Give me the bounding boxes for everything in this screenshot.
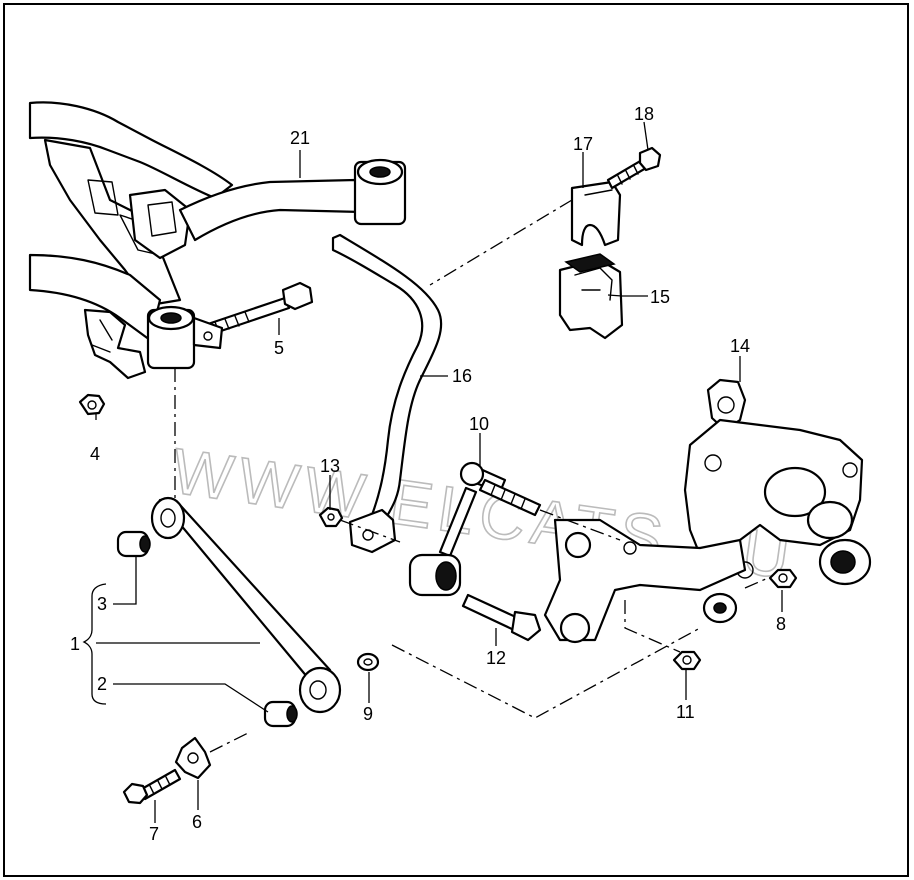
part-8-nut [768, 568, 798, 589]
part-21-upper-control-arm [178, 158, 407, 242]
part-9-washer [356, 652, 380, 672]
callout-11: 11 [676, 702, 695, 722]
callout-9: 9 [363, 704, 373, 724]
callout-18: 18 [634, 104, 654, 124]
part-12-bolt [461, 593, 542, 642]
callout-3: 3 [97, 594, 107, 614]
callout-1: 1 [70, 634, 80, 654]
callout-15: 15 [650, 287, 670, 307]
lower-trailing-arm [543, 518, 747, 644]
part-15-bushing [558, 253, 624, 340]
subframe-bushing [146, 305, 224, 370]
callout-13: 13 [320, 456, 340, 476]
part-1-lower-control-arm [150, 496, 342, 714]
callout-7: 7 [149, 824, 159, 844]
callout-14: 14 [730, 336, 750, 356]
assembly-lines [174, 199, 769, 753]
part-4-nut [78, 393, 106, 416]
part-13-nut [318, 506, 344, 528]
subframe [28, 101, 234, 380]
callout-2: 2 [97, 674, 107, 694]
part-17-clamp [570, 180, 622, 247]
part-16-stabilizer-bar [331, 233, 443, 554]
callout-12: 12 [486, 648, 506, 668]
callout-21: 21 [290, 128, 310, 148]
part-6-eccentric-washer [174, 736, 212, 780]
callouts: 21 5 4 16 13 10 17 18 15 14 12 8 11 9 6 … [70, 104, 786, 844]
callout-10: 10 [469, 414, 489, 434]
part-7-bolt [122, 768, 182, 805]
callout-6: 6 [192, 812, 202, 832]
part-3-bushing [116, 530, 151, 558]
callout-17: 17 [573, 134, 593, 154]
callout-8: 8 [776, 614, 786, 634]
callout-5: 5 [274, 338, 284, 358]
diagram-border [3, 3, 909, 877]
part-18-bolt [606, 146, 662, 190]
part-14-wheel-carrier [683, 378, 872, 586]
part-10-drop-link [408, 461, 542, 597]
part-11-nut [672, 650, 702, 671]
callout-4: 4 [90, 444, 100, 464]
part-2-bushing [263, 700, 298, 728]
leader-lines [82, 121, 783, 823]
callout-16: 16 [452, 366, 472, 386]
